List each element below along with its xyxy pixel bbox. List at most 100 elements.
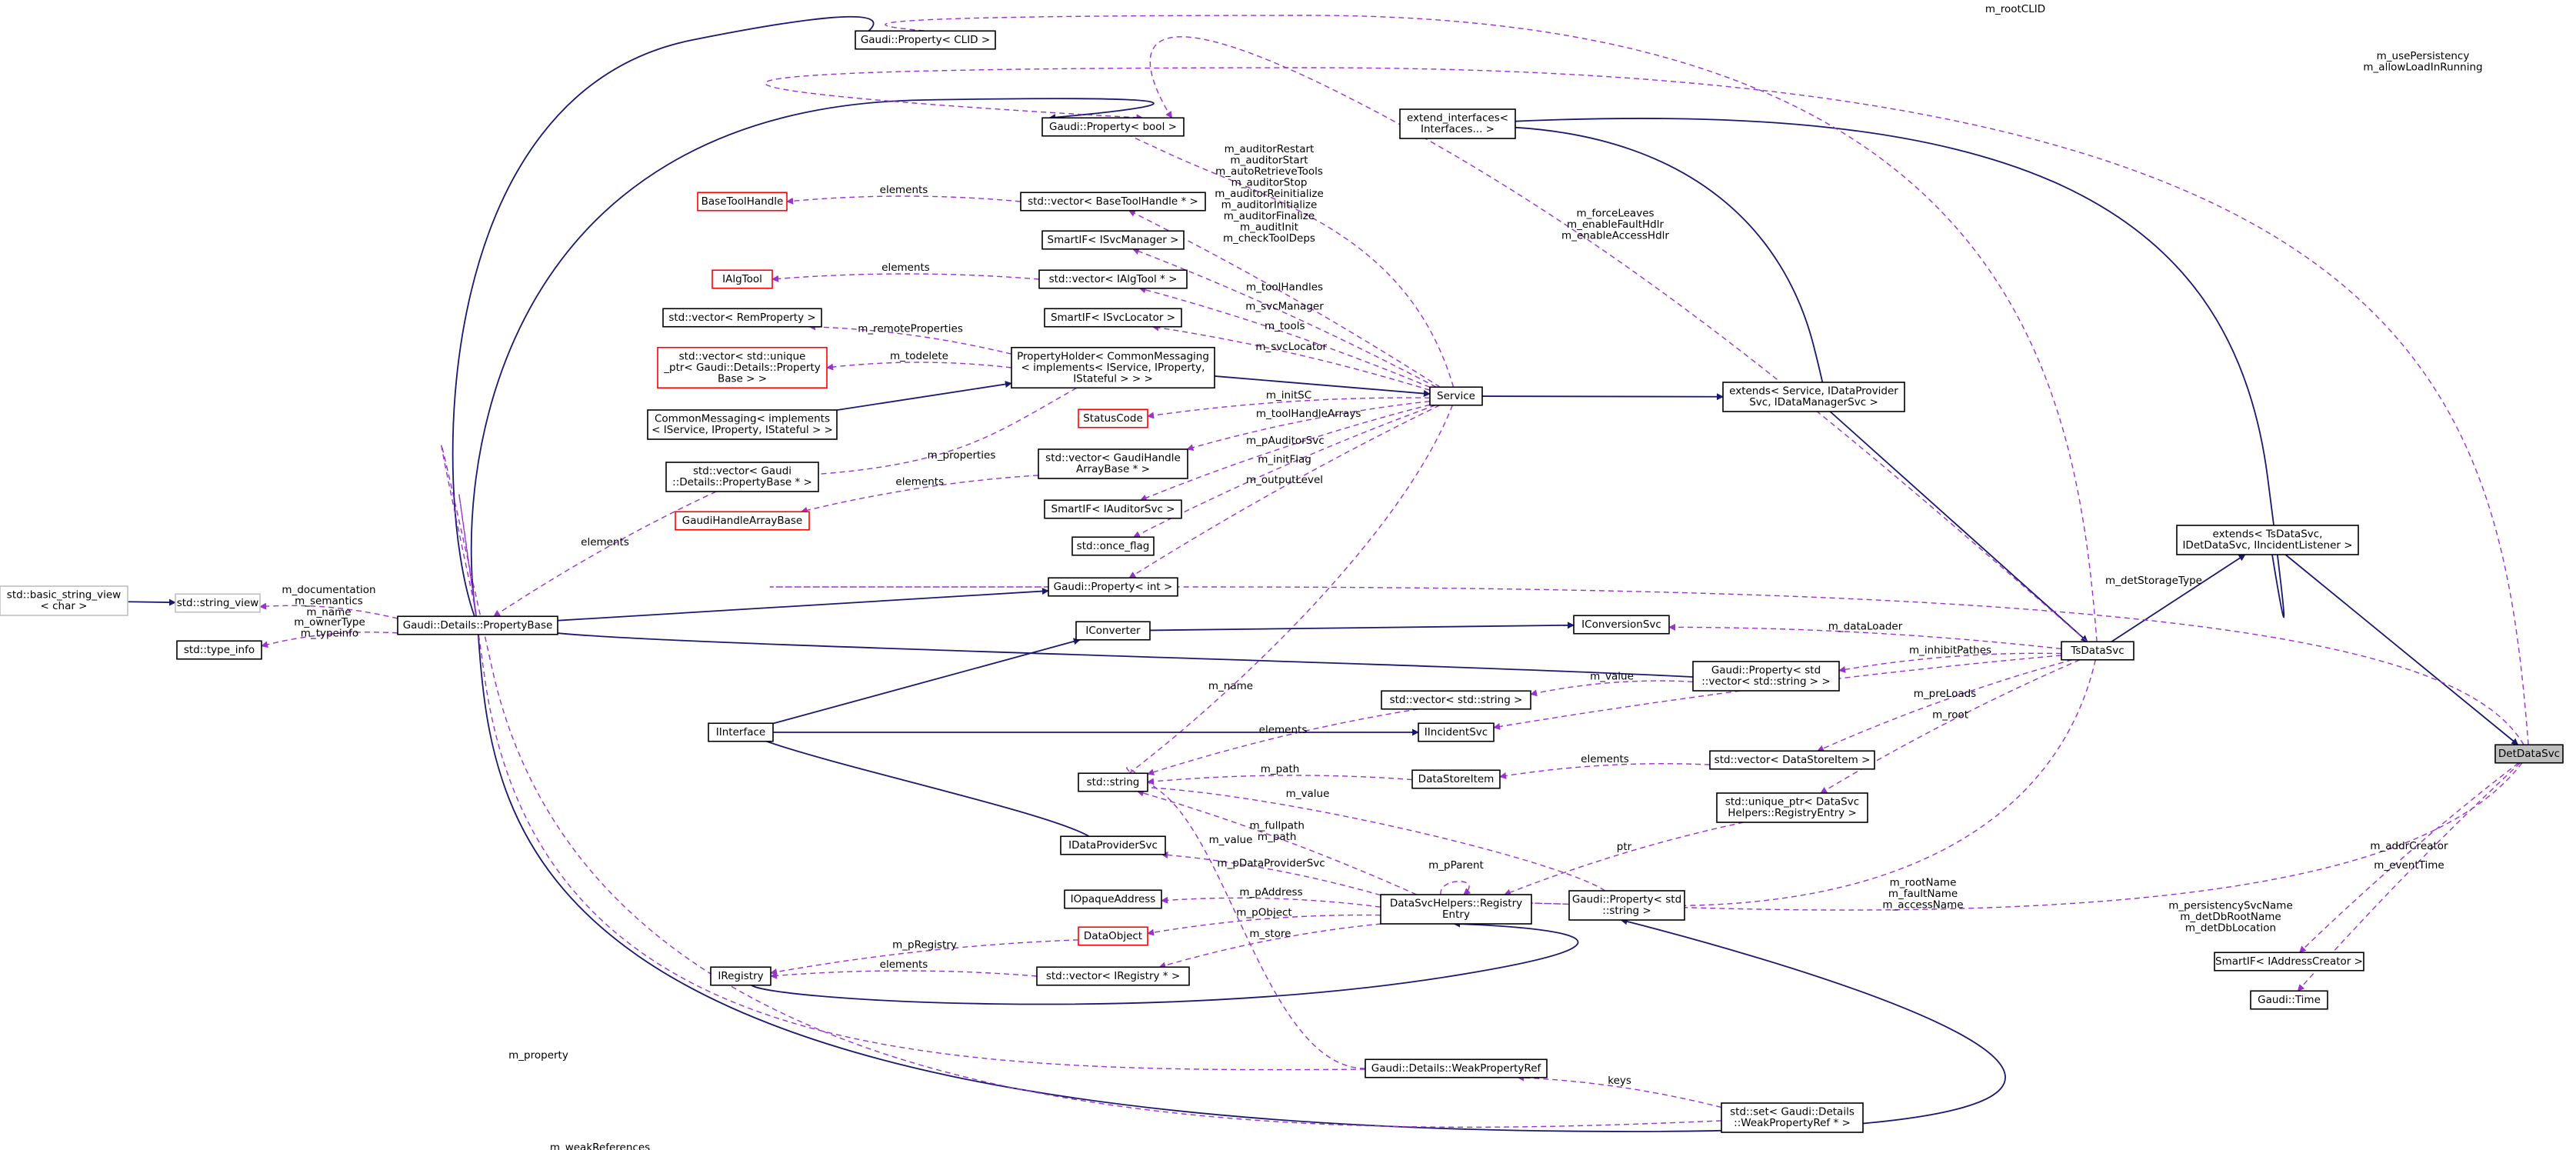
class-node-GaudiHandleArrayBase[interactable]: GaudiHandleArrayBase bbox=[675, 511, 810, 531]
class-node-type_info[interactable]: std::type_info bbox=[176, 640, 262, 660]
usage-edge-Service-to-VecGaudiHandle bbox=[1186, 401, 1431, 452]
class-node-PropCLID[interactable]: Gaudi::Property< CLID > bbox=[855, 30, 996, 50]
class-node-IDataProviderSvc[interactable]: IDataProviderSvc bbox=[1060, 835, 1166, 855]
usage-edge-VecBaseToolHandle-to-BaseToolHandle bbox=[786, 195, 1021, 205]
class-node-box bbox=[1048, 577, 1178, 597]
class-node-Service[interactable]: Service bbox=[1429, 386, 1483, 406]
class-node-PropInt[interactable]: Gaudi::Property< int > bbox=[1048, 577, 1178, 597]
class-node-WeakPropertyRef[interactable]: Gaudi::Details::WeakPropertyRef bbox=[1365, 1058, 1548, 1078]
edge-label-line: m_toolHandles bbox=[1246, 282, 1323, 294]
class-node-VecBaseToolHandle[interactable]: std::vector< BaseToolHandle * > bbox=[1020, 192, 1206, 212]
class-node-SmartISvcLocator[interactable]: SmartIF< ISvcLocator > bbox=[1044, 308, 1182, 328]
class-node-GaudiTime[interactable]: Gaudi::Time bbox=[2250, 990, 2328, 1010]
class-node-IRegistry[interactable]: IRegistry bbox=[710, 966, 771, 986]
class-node-extendsTsDataSvc[interactable]: extends< TsDataSvc,IDetDataSvc, IInciden… bbox=[2176, 525, 2359, 555]
class-node-DetDataSvc[interactable]: DetDataSvc bbox=[2494, 744, 2564, 764]
class-node-IAlgTool[interactable]: IAlgTool bbox=[711, 269, 773, 289]
class-node-label: DataObject bbox=[1084, 930, 1142, 942]
inheritance-edge-extendsService-to-TsDataSvc bbox=[1829, 411, 2088, 642]
class-node-string_view[interactable]: std::string_view bbox=[175, 593, 261, 613]
class-node-VecStdString[interactable]: std::vector< std::string > bbox=[1381, 690, 1531, 710]
class-node-DataStoreItem[interactable]: DataStoreItem bbox=[1411, 769, 1501, 789]
class-node-label-line: Gaudi::Property< int > bbox=[1054, 581, 1173, 593]
class-node-VecUniquePtr[interactable]: std::vector< std::unique_ptr< Gaudi::Det… bbox=[657, 346, 828, 389]
class-node-label: std::string bbox=[1087, 776, 1140, 788]
class-node-box bbox=[1078, 772, 1148, 792]
class-node-label: std::set< Gaudi::Details::WeakPropertyRe… bbox=[1730, 1106, 1855, 1130]
class-node-VecPropertyBase[interactable]: std::vector< Gaudi::Details::PropertyBas… bbox=[665, 462, 819, 492]
class-node-DataObject[interactable]: DataObject bbox=[1078, 926, 1148, 946]
class-node-CommonMessaging[interactable]: CommonMessaging< implements< IService, I… bbox=[647, 409, 838, 440]
class-node-label: std::vector< DataStoreItem > bbox=[1715, 754, 1871, 766]
edge-label: m_name bbox=[1208, 680, 1253, 692]
usage-edge-VecDataStoreItem-to-DataStoreItem bbox=[1499, 763, 1711, 779]
edge-label: elements bbox=[880, 184, 928, 196]
class-node-PropertyHolder[interactable]: PropertyHolder< CommonMessaging< impleme… bbox=[1011, 346, 1215, 389]
class-node-box bbox=[710, 966, 771, 986]
class-node-label: Gaudi::Details::PropertyBase bbox=[403, 619, 553, 632]
class-node-label-line: IIncidentSvc bbox=[1425, 726, 1488, 738]
class-node-TsDataSvc[interactable]: TsDataSvc bbox=[2061, 641, 2134, 661]
class-node-IConversionSvc[interactable]: IConversionSvc bbox=[1573, 615, 1670, 635]
class-node-SmartISvcManager[interactable]: SmartIF< ISvcManager > bbox=[1041, 230, 1185, 250]
class-node-box bbox=[1044, 308, 1182, 328]
class-node-VecIAlgTool[interactable]: std::vector< IAlgTool * > bbox=[1038, 269, 1188, 289]
class-node-label-line: std::vector< IRegistry * > bbox=[1046, 970, 1180, 982]
class-node-label: PropertyHolder< CommonMessaging< impleme… bbox=[1017, 350, 1209, 385]
class-node-basic_string_view[interactable]: std::basic_string_view< char > bbox=[0, 585, 128, 616]
class-node-label-line: Gaudi::Property< std bbox=[1572, 894, 1681, 906]
inheritance-edge-PropertyBase-to-PropVecString bbox=[557, 632, 1830, 685]
edge-label-line: m_faultName bbox=[1888, 888, 1958, 900]
class-node-VecIRegistry[interactable]: std::vector< IRegistry * > bbox=[1036, 966, 1190, 986]
edge-label-line: m_pDataProviderSvc bbox=[1217, 857, 1325, 869]
class-node-label-line: ::WeakPropertyRef * > bbox=[1734, 1117, 1851, 1129]
class-node-box bbox=[2250, 990, 2328, 1010]
class-node-BaseToolHandle[interactable]: BaseToolHandle bbox=[697, 192, 788, 212]
class-node-SmartIAddressCreator[interactable]: SmartIF< IAddressCreator > bbox=[2214, 952, 2364, 972]
class-node-IConverter[interactable]: IConverter bbox=[1075, 621, 1151, 641]
inheritance-edge-IInterface-to-IConverter bbox=[772, 638, 1081, 725]
edge-label: elements bbox=[1581, 753, 1629, 765]
class-node-box bbox=[1365, 1058, 1548, 1078]
class-node-StdString[interactable]: std::string bbox=[1078, 772, 1148, 792]
class-node-label: SmartIF< ISvcManager > bbox=[1048, 234, 1179, 246]
edge-label-line: m_pRegistry bbox=[892, 938, 957, 951]
edge-label: m_rootCLID bbox=[1985, 3, 2045, 15]
class-node-label: std::once_flag bbox=[1077, 540, 1150, 552]
usage-edge-Service-to-SmartISvcLocator bbox=[1151, 324, 1431, 391]
class-node-StatusCode[interactable]: StatusCode bbox=[1078, 408, 1148, 428]
class-node-label-line: std::type_info bbox=[184, 644, 255, 656]
class-node-PropVecString[interactable]: Gaudi::Property< std::vector< std::strin… bbox=[1692, 661, 1840, 692]
class-node-box bbox=[1380, 894, 1532, 925]
class-node-SmartIAuditorSvc[interactable]: SmartIF< IAuditorSvc > bbox=[1044, 499, 1182, 519]
usage-edge-Service-to-SmartISvcManager bbox=[1131, 248, 1437, 388]
class-node-VecDataStoreItem[interactable]: std::vector< DataStoreItem > bbox=[1709, 750, 1875, 770]
class-node-IIncidentSvc[interactable]: IIncidentSvc bbox=[1418, 722, 1495, 742]
edge-label-line: m_auditorReinitialize bbox=[1215, 188, 1324, 200]
edge-label: m_pParent bbox=[1428, 859, 1484, 872]
class-node-label-line: Gaudi::Details::WeakPropertyRef bbox=[1371, 1062, 1542, 1075]
class-node-label-line: GaudiHandleArrayBase bbox=[682, 515, 802, 527]
class-node-IInterface[interactable]: IInterface bbox=[708, 722, 774, 742]
class-node-SetWeakRef[interactable]: std::set< Gaudi::Details::WeakPropertyRe… bbox=[1721, 1102, 1864, 1133]
edge-label-line: m_initFlag bbox=[1258, 454, 1311, 466]
edge-label-line: m_rootName bbox=[1890, 877, 1957, 889]
class-node-VecRemProperty[interactable]: std::vector< RemProperty > bbox=[662, 308, 822, 328]
class-node-label: Gaudi::Property< int > bbox=[1054, 581, 1173, 593]
class-node-PropString[interactable]: Gaudi::Property< std::string > bbox=[1568, 890, 1685, 921]
class-node-PropertyBase[interactable]: Gaudi::Details::PropertyBase bbox=[397, 615, 558, 635]
class-node-extend_interfaces[interactable]: extend_interfaces<Interfaces... > bbox=[1399, 108, 1516, 139]
class-node-box bbox=[675, 511, 810, 531]
class-node-OnceFlag[interactable]: std::once_flag bbox=[1071, 536, 1155, 556]
class-node-PropBool[interactable]: Gaudi::Property< bool > bbox=[1041, 117, 1185, 137]
class-node-IOpaqueAddress[interactable]: IOpaqueAddress bbox=[1064, 889, 1162, 909]
class-node-label-line: IStateful > > > bbox=[1073, 372, 1153, 385]
